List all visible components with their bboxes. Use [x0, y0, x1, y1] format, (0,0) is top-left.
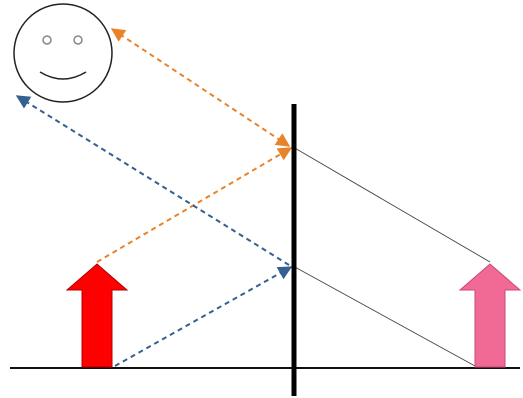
smiley-face-outline	[14, 4, 112, 102]
object-arrow-icon	[67, 264, 127, 367]
ray-blue-incident	[115, 267, 291, 366]
image-arrow-icon	[460, 264, 520, 367]
construction-line-top	[293, 147, 490, 262]
construction-line-bottom	[293, 266, 475, 366]
smiley-left-eye	[43, 36, 51, 44]
ray-blue-reflected	[17, 96, 289, 265]
ray-orange-reflected	[112, 29, 289, 146]
observer-smiley-face-icon	[14, 4, 112, 102]
smiley-right-eye	[74, 36, 82, 44]
